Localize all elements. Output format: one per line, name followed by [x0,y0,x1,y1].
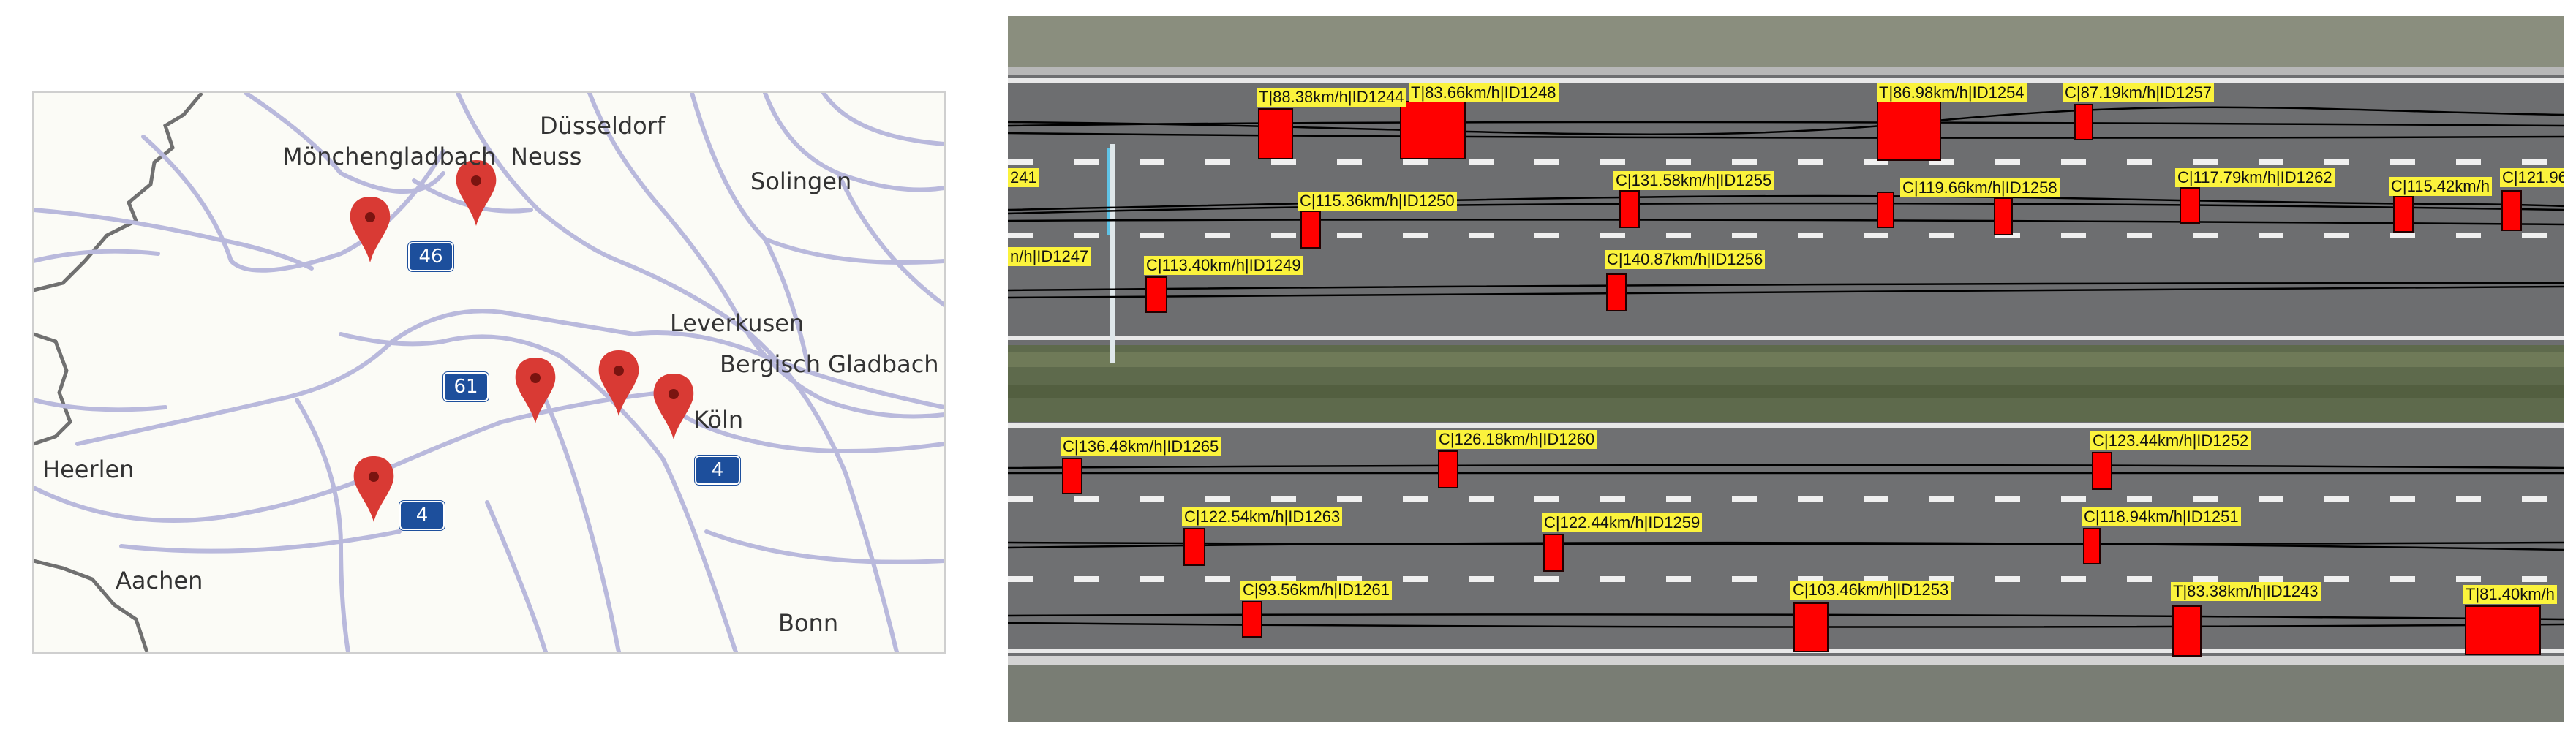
vehicle-box-car[interactable] [1793,602,1829,652]
vehicle-label: C|119.66km/h|ID1258 [1900,178,2060,197]
roads [34,93,944,652]
vehicle-label: C|115.36km/h|ID1250 [1298,192,1457,211]
pin-marker[interactable] [456,160,497,226]
vehicle-box-car[interactable] [2393,196,2414,233]
city-label-duesseldorf: Düsseldorf [540,112,666,140]
vehicle-box-car[interactable] [2501,190,2522,231]
vehicle-box-car[interactable] [1543,534,1564,572]
city-label-bergisch-gladbach: Bergisch Gladbach [720,350,939,378]
vehicle-box-car[interactable] [1606,273,1627,311]
vehicle-label: T|88.38km/h|ID1244 [1257,88,1406,107]
motorway-shield-46: 46 [408,242,453,271]
vehicle-box-truck[interactable] [1258,108,1293,159]
city-label-solingen: Solingen [750,167,852,195]
vehicle-box-car[interactable] [2074,104,2093,140]
vehicle-box-truck[interactable] [2172,605,2202,657]
vehicle-box-car[interactable] [1877,192,1894,228]
vehicle-label: C|87.19km/h|ID1257 [2063,83,2214,102]
motorway-shield-61: 61 [443,372,489,401]
vehicle-label: C|103.46km/h|ID1253 [1790,581,1951,600]
pin-marker[interactable] [353,456,394,522]
vehicle-label: C|131.58km/h|ID1255 [1613,171,1774,190]
vehicle-label: T|83.38km/h|ID1243 [2171,582,2321,601]
motorway-shield-4: 4 [695,456,740,485]
city-label-leverkusen: Leverkusen [670,309,805,337]
vehicle-box-car[interactable] [1438,450,1458,488]
vehicle-label: C|93.56km/h|ID1261 [1240,581,1392,600]
city-label-moenchengladbach: Mönchengladbach [282,143,497,170]
vehicle-label: C|122.44km/h|ID1259 [1542,513,1703,532]
pin-marker[interactable] [515,358,556,423]
city-label-koeln: Köln [693,406,744,434]
vehicle-box-car[interactable] [1300,211,1321,249]
map-panel[interactable]: Düsseldorf Mönchengladbach Neuss Solinge… [32,91,946,654]
city-label-bonn: Bonn [778,609,839,637]
motorway-shield-4: 4 [399,501,445,530]
vehicle-box-truck[interactable] [2465,605,2541,655]
traffic-detection-panel[interactable]: T|88.38km/h|ID1244 T|83.66km/h|ID1248 T|… [1008,16,2564,722]
country-border [34,93,203,652]
vehicle-label: C|123.44km/h|ID1252 [2090,431,2251,450]
grass-strip-top [1008,16,2564,67]
vehicle-label: C|117.79km/h|ID1262 [2175,168,2335,187]
vehicle-label: C|118.94km/h|ID1251 [2082,507,2241,526]
city-label-heerlen: Heerlen [42,456,135,483]
vehicle-label: T|86.98km/h|ID1254 [1877,83,2027,102]
city-label-neuss: Neuss [511,143,582,170]
vehicle-label: C|121.96 [2500,168,2564,187]
vehicle-label: T|81.40km/h [2463,585,2557,604]
location-pins [350,160,694,522]
vehicle-box-truck[interactable] [1400,101,1466,159]
vehicle-box-car[interactable] [2083,528,2101,564]
vehicle-label: C|115.42km/h [2389,177,2492,196]
aerial-highway [1008,16,2564,722]
vehicle-box-car[interactable] [2092,452,2112,490]
carriageway-north [1008,75,2564,345]
vehicle-box-car[interactable] [1994,197,2013,235]
pin-marker[interactable] [598,350,639,416]
vehicle-box-car[interactable] [1183,528,1205,566]
pin-marker[interactable] [350,197,391,262]
vehicle-label: C|140.87km/h|ID1256 [1605,250,1766,269]
vehicle-box-car[interactable] [1062,458,1082,494]
light-pole [1110,144,1115,363]
vehicle-label: n/h|ID1247 [1008,247,1091,266]
city-label-aachen: Aachen [116,567,203,594]
vehicle-label: C|113.40km/h|ID1249 [1144,256,1303,275]
vehicle-label: C|136.48km/h|ID1265 [1061,437,1221,456]
grass-strip-bottom [1008,665,2564,722]
vehicle-box-car[interactable] [1242,601,1262,638]
vehicle-label: 241 [1008,168,1039,187]
vehicle-box-car[interactable] [1619,190,1640,228]
vehicle-box-car[interactable] [2180,187,2200,224]
road-map [34,93,944,652]
vehicle-box-car[interactable] [1145,276,1167,313]
vehicle-label: T|83.66km/h|ID1248 [1409,83,1559,102]
vehicle-label: C|122.54km/h|ID1263 [1182,507,1343,526]
pin-marker[interactable] [653,374,694,439]
vehicle-box-truck[interactable] [1877,98,1941,161]
vehicle-label: C|126.18km/h|ID1260 [1436,430,1597,449]
